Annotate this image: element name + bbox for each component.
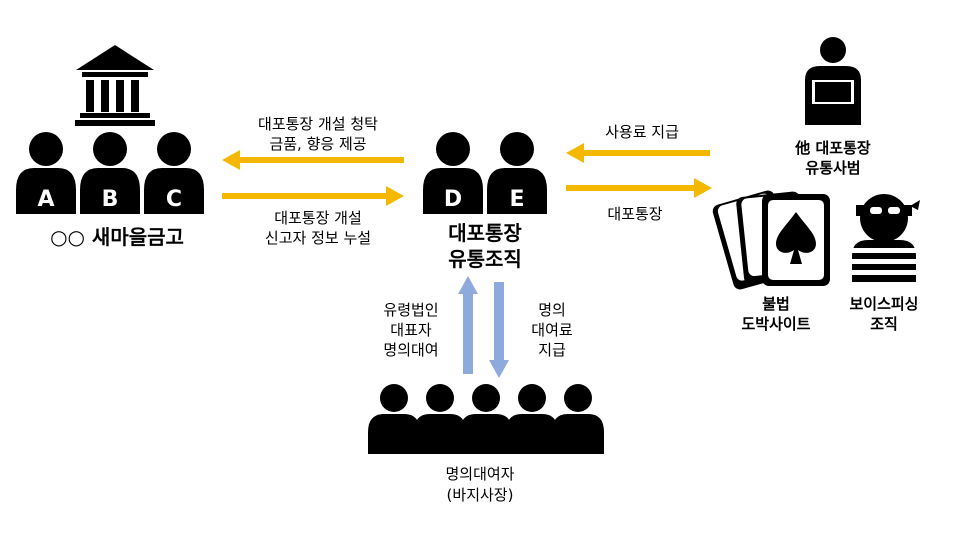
pay-label-line2: 대여료: [531, 321, 573, 339]
arrow-to-bank: [222, 150, 404, 170]
fee-label: 사용료 지급: [605, 123, 679, 141]
arrow-to-org-right: [566, 143, 710, 163]
arrow-to-org-left: [222, 186, 404, 206]
org-name-line1: 대포통장: [448, 221, 522, 245]
gambling-label-line2: 도박사이트: [741, 315, 811, 333]
letter-e: E: [509, 187, 524, 212]
arrow-up-to-org: [458, 276, 478, 374]
lenders-label-line1: 명의대여자: [445, 465, 515, 483]
account-label: 대포통장: [607, 205, 663, 223]
request-label-line2: 금품, 향응 제공: [269, 135, 367, 153]
phishing-label-line2: 조직: [870, 315, 898, 333]
letter-b: B: [102, 187, 119, 212]
lend-label-line2: 대표자: [390, 321, 432, 339]
request-label-line1: 대포통장 개설 청탁: [258, 115, 378, 133]
lend-label-line1: 유령법인: [383, 301, 439, 319]
letter-d: D: [444, 187, 462, 212]
letter-c: C: [166, 187, 182, 212]
bank-building-icon: [75, 45, 155, 126]
bank-name: ○○ 새마을금고: [50, 225, 184, 249]
lender-3: [460, 384, 512, 454]
distributor-icon: [805, 37, 861, 125]
gambling-label-line1: 불법: [762, 295, 790, 313]
pay-label-line3: 지급: [538, 341, 566, 359]
lend-label-line3: 명의대여: [383, 341, 439, 359]
leak-label-line1: 대포통장 개설: [274, 209, 362, 227]
distributor-label-line1: 他 대포통장: [795, 139, 871, 157]
lender-1: [368, 384, 420, 454]
org-name-line2: 유통조직: [448, 247, 522, 271]
lenders-label-line2: (바지사장): [446, 486, 514, 504]
arrow-to-distributor: [566, 178, 712, 198]
lender-5: [552, 384, 604, 454]
pay-label-line1: 명의: [538, 301, 566, 319]
arrow-down-to-lenders: [489, 282, 509, 378]
playing-cards-icon: [712, 190, 830, 290]
letter-a: A: [37, 187, 54, 212]
lender-2: [414, 384, 466, 454]
lender-4: [506, 384, 558, 454]
distributor-label-line2: 유통사범: [805, 159, 861, 177]
phishing-thief-icon: [852, 194, 920, 282]
phishing-label-line1: 보이스피싱: [849, 295, 919, 313]
leak-label-line2: 신고자 정보 누설: [264, 229, 372, 247]
